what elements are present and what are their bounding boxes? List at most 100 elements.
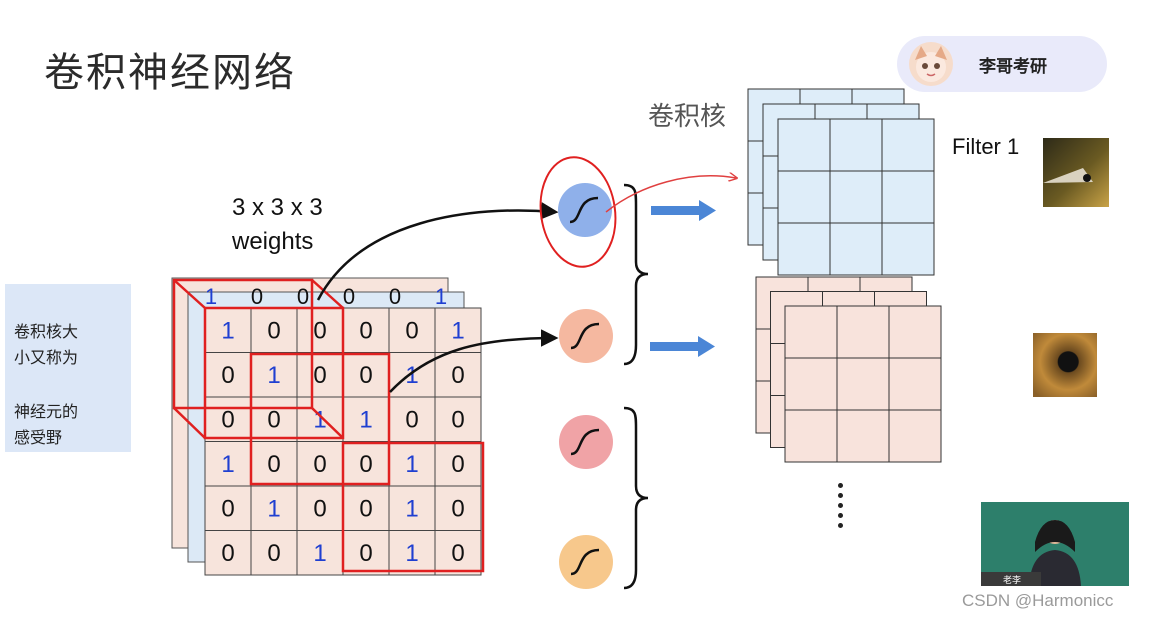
grid-cell-value: 0	[267, 317, 280, 344]
grid-cell-value: 0	[313, 495, 326, 522]
side-note-line: 卷积核大	[14, 322, 79, 341]
grid-cell	[342, 530, 390, 576]
bird-beak-icon	[1043, 168, 1093, 183]
grid-cell-value: 0	[359, 362, 372, 389]
grid-cell	[204, 485, 252, 531]
grid-cell-value: 1	[451, 317, 464, 344]
grid-cell-value: 0	[359, 495, 372, 522]
grid-cell-value: 0	[221, 540, 234, 567]
grid-cell-value: 1	[221, 317, 234, 344]
grid-cell	[250, 441, 298, 487]
receptive-field-2	[249, 352, 391, 486]
grid-cell	[296, 441, 344, 487]
channel-name: 李哥考研	[979, 57, 1047, 77]
back-cell-value: 0	[343, 284, 355, 309]
grid-cell-value: 0	[221, 495, 234, 522]
receptive-field-cube	[172, 278, 345, 440]
webcam-name-bar: 老李	[981, 572, 1041, 586]
grid-cell	[342, 352, 390, 398]
webcam-name: 老李	[1003, 576, 1022, 586]
grid-cell-value: 0	[451, 495, 464, 522]
neuron	[559, 309, 613, 363]
grid-cell	[342, 441, 390, 487]
grid-cell-value: 1	[313, 540, 326, 567]
grid-cell	[434, 485, 482, 531]
webcam-overlay: 老李	[981, 502, 1129, 586]
grid-cell-value: 0	[313, 317, 326, 344]
grid-cell-value: 0	[221, 406, 234, 433]
watermark: CSDN @Harmonicc	[962, 591, 1114, 610]
back-layer-top-row: 1 0 0 0 0 1	[205, 284, 447, 309]
grid-cell	[342, 307, 390, 353]
presenter-icon	[1029, 520, 1081, 586]
grid-cell-value: 0	[267, 451, 280, 478]
neuron	[559, 415, 613, 469]
annotation-arrow	[605, 176, 736, 213]
filter-stack-2	[755, 276, 942, 463]
filter-layer	[777, 118, 935, 276]
grid-cell-value: 1	[405, 540, 418, 567]
side-note: 卷积核大 小又称为 神经元的 感受野	[5, 284, 131, 452]
grid-cell-value: 0	[359, 451, 372, 478]
back-cell-value: 0	[297, 284, 309, 309]
grid-cell	[204, 307, 252, 353]
grid-cell	[388, 485, 436, 531]
neuron	[559, 535, 613, 589]
side-note-line: 感受野	[14, 428, 63, 447]
grid-cell	[204, 530, 252, 576]
receptive-field-3	[341, 441, 485, 573]
grid-cell	[434, 530, 482, 576]
connection-arrow	[316, 202, 559, 301]
avatar	[909, 42, 953, 86]
grid-cell	[296, 530, 344, 576]
grid-cell-value: 0	[451, 451, 464, 478]
grid-cell-value: 0	[313, 451, 326, 478]
channel-badge: 李哥考研	[897, 36, 1107, 92]
page-title: 卷积神经网络	[44, 50, 296, 96]
grid-cell	[388, 307, 436, 353]
brace	[623, 406, 649, 590]
grid-cell	[388, 530, 436, 576]
red-annotation-circle	[539, 156, 617, 268]
grid-cell	[296, 352, 344, 398]
grid-cell-value: 0	[451, 540, 464, 567]
grid-cell	[250, 307, 298, 353]
grid-cell-value: 0	[313, 362, 326, 389]
neuron	[558, 183, 612, 237]
weights-label: weights	[232, 228, 314, 255]
grid-cell-value: 0	[359, 317, 372, 344]
grid-cell-value: 0	[267, 540, 280, 567]
grid-cell	[434, 441, 482, 487]
grid-cell-value: 0	[451, 406, 464, 433]
filter-layer	[784, 305, 942, 463]
weights-label: 3 x 3 x 3	[232, 194, 323, 221]
avatar-icon	[915, 46, 947, 82]
grid-cell-value: 0	[405, 406, 418, 433]
side-note-line: 小又称为	[14, 348, 79, 367]
grid-cell-value: 1	[267, 362, 280, 389]
back-cell-value: 0	[251, 284, 263, 309]
kernel-label: 卷积核	[648, 102, 727, 132]
filter-stack-1	[747, 88, 935, 276]
grid-cell	[204, 441, 252, 487]
grid-cell-value: 0	[451, 362, 464, 389]
brace	[623, 183, 649, 366]
back-cell-value: 1	[205, 284, 217, 309]
grid-cell-value: 0	[405, 317, 418, 344]
back-cell-value: 1	[435, 284, 447, 309]
grid-cell-value: 1	[405, 362, 418, 389]
grid-cell-value: 0	[221, 362, 234, 389]
grid-cell-value: 1	[405, 451, 418, 478]
grid-cell	[250, 530, 298, 576]
feature-image-beak	[1043, 138, 1109, 207]
filter-label: Filter 1	[952, 134, 1020, 159]
grid-cell	[296, 485, 344, 531]
grid-cell-value: 1	[221, 451, 234, 478]
blue-arrow	[651, 200, 716, 221]
back-cell-value: 0	[389, 284, 401, 309]
grid-cell-value: 1	[405, 495, 418, 522]
grid-cell-value: 0	[359, 540, 372, 567]
connection-arrow	[389, 329, 559, 393]
